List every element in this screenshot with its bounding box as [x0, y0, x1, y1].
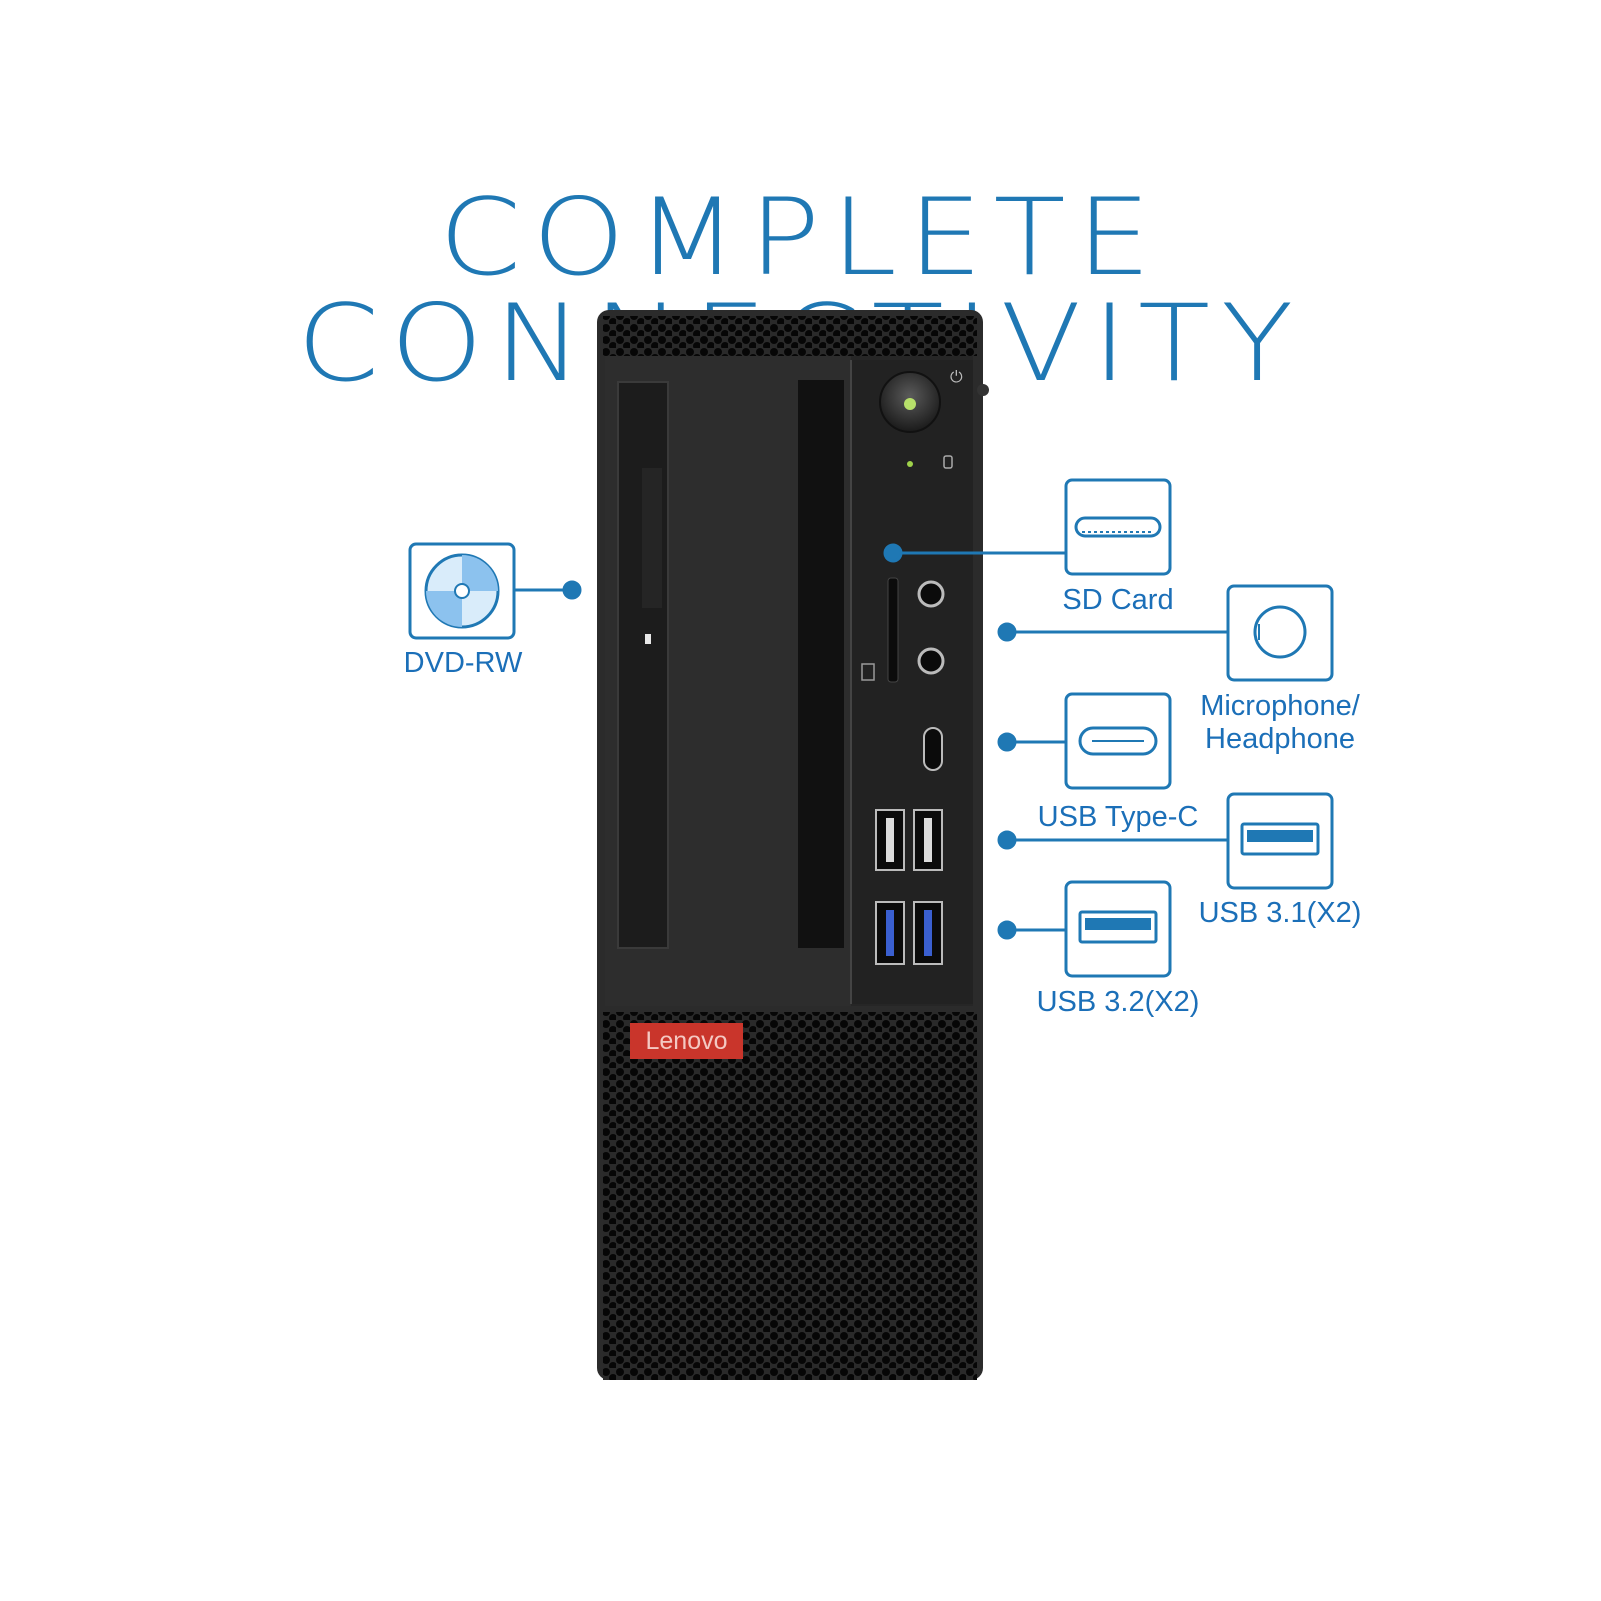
jack-glyph	[1253, 605, 1307, 659]
brand-logo: Lenovo	[630, 1023, 743, 1059]
sd-slot-glyph	[1074, 516, 1162, 538]
usb31-glyph	[1240, 822, 1320, 856]
svg-text:⏻: ⏻	[950, 367, 963, 386]
audio-jack-icon	[1226, 584, 1334, 682]
sd-callout-dot	[883, 543, 903, 563]
usbc-callout-dot	[997, 732, 1017, 752]
usbc-glyph	[1078, 726, 1158, 756]
audio-callout-dot	[997, 622, 1017, 642]
sd-card-icon	[1064, 478, 1172, 576]
dvd-label: DVD-RW	[403, 647, 523, 679]
usb31-callout-dot	[997, 830, 1017, 850]
usb32-glyph	[1078, 910, 1158, 944]
microphone-label: Microphone/	[1200, 690, 1360, 722]
usb32-label: USB 3.2(X2)	[1036, 986, 1200, 1018]
usb-type-c-label: USB Type-C	[1037, 801, 1199, 833]
sd-card-label: SD Card	[1062, 584, 1174, 616]
dvd-disc-glyph	[424, 553, 500, 629]
dvd-callout-dot	[562, 580, 582, 600]
pc-tower: ⏻	[597, 310, 989, 1380]
usb31-label: USB 3.1(X2)	[1198, 897, 1362, 929]
usb32-callout-dot	[997, 920, 1017, 940]
headphone-label: Headphone	[1205, 723, 1355, 755]
